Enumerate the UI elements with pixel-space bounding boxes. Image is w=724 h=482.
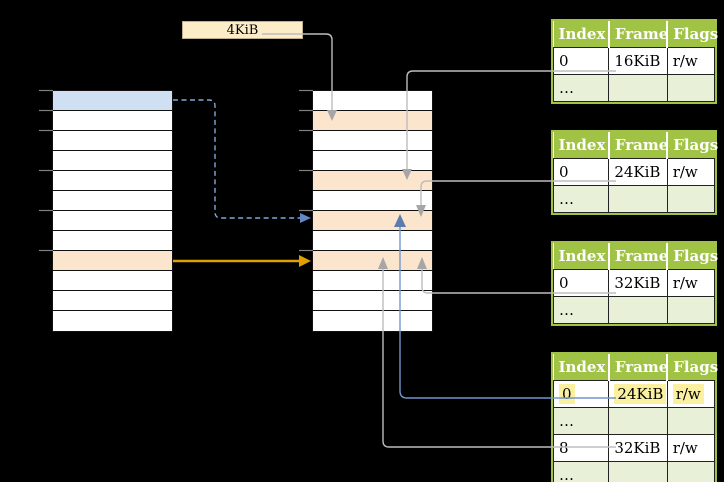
virtual-page-row-6 [53, 211, 172, 231]
page-table-32KiB-cell [666, 296, 716, 324]
page-table-mixed-cell: 8 [552, 434, 610, 462]
physical-frame-row-11 [313, 311, 432, 331]
virtual-page-row-5 [53, 191, 172, 211]
page-table-32KiB-cell: … [552, 296, 610, 324]
page-table-16KiB-cell: 16KiB [608, 47, 668, 75]
virtual-page-row-2 [53, 131, 172, 151]
physical-frame-row-9 [313, 271, 432, 291]
page-table-mixed-header-index: Index [553, 354, 610, 381]
page-table-16KiB-header-flags: Flags [667, 21, 718, 48]
page-table-16KiB-cell [666, 74, 716, 102]
physical-frame-row-8 [313, 251, 432, 271]
highlighted-cell-text: 0 [559, 384, 575, 404]
page-table-mixed-cell [666, 407, 716, 435]
virtual-page-row-9 [53, 271, 172, 291]
page-table-16KiB-header-frame: Frame [608, 21, 668, 48]
virtual-page-row-10 [53, 291, 172, 311]
page-table-mixed-header-frame: Frame [608, 354, 668, 381]
page-size-label: 4KiB [182, 21, 303, 39]
highlighted-cell-text: 24KiB [614, 384, 667, 404]
page-table-16KiB-row-1: … [552, 74, 716, 102]
physical-frame-row-0 [313, 91, 432, 111]
virtual-address-ticks [39, 89, 53, 252]
page-table-mixed-cell: … [552, 407, 610, 435]
page-table-mixed-cell: 32KiB [608, 434, 668, 462]
physical-frame-row-2 [313, 131, 432, 151]
page-table-24KiB-header-flags: Flags [667, 132, 718, 159]
page-table-mixed-cell: … [552, 461, 610, 482]
virtual-page-row-11 [53, 311, 172, 331]
page-table-24KiB-cell [666, 185, 716, 213]
page-table-mixed-cell: 24KiB [608, 380, 668, 408]
page-table-mixed-cell [666, 461, 716, 482]
virtual-page-row-4 [53, 171, 172, 191]
page-table-mixed-cell [608, 407, 668, 435]
virtual-page-row-1 [53, 111, 172, 131]
page-size-label-text: 4KiB [226, 23, 259, 38]
physical-frame-row-4 [313, 171, 432, 191]
page-table-mixed-header-flags: Flags [667, 354, 718, 381]
physical-memory-table [312, 90, 433, 332]
physical-frame-row-7 [313, 231, 432, 251]
page-table-24KiB-cell: r/w [666, 158, 716, 186]
physical-frame-row-1 [313, 111, 432, 131]
page-table-32KiB-cell: r/w [666, 269, 716, 297]
physical-frame-row-10 [313, 291, 432, 311]
virtual-page-row-8 [53, 251, 172, 271]
page-table-mixed-row-3: … [552, 461, 716, 482]
page-table-mixed-cell: r/w [666, 434, 716, 462]
page-table-mixed-cell [608, 461, 668, 482]
page-table-32KiB-header-frame: Frame [608, 243, 668, 270]
page-table-mixed-cell: 0 [552, 380, 610, 408]
physical-address-ticks [299, 89, 313, 252]
page-table-16KiB-cell: r/w [666, 47, 716, 75]
page-table-16KiB-header-index: Index [553, 21, 610, 48]
arrow-page0-to-frame [173, 99, 311, 223]
page-table-24KiB-cell: … [552, 185, 610, 213]
page-table-24KiB-cell [608, 185, 668, 213]
virtual-page-row-7 [53, 231, 172, 251]
virtual-memory-table [52, 90, 173, 332]
page-table-24KiB-header-frame: Frame [608, 132, 668, 159]
page-table-24KiB-cell: 24KiB [608, 158, 668, 186]
virtual-page-row-3 [53, 151, 172, 171]
physical-frame-row-3 [313, 151, 432, 171]
page-table-24KiB-row-1: … [552, 185, 716, 213]
page-table-24KiB-header-index: Index [553, 132, 610, 159]
page-table-32KiB-cell: 32KiB [608, 269, 668, 297]
virtual-page-row-0 [53, 91, 172, 111]
highlighted-cell-text: r/w [672, 384, 704, 404]
page-table-32KiB-header-flags: Flags [667, 243, 718, 270]
page-table-mixed-cell: r/w [666, 380, 716, 408]
page-table-16KiB-cell: … [552, 74, 610, 102]
page-table-16KiB-cell: 0 [552, 47, 610, 75]
physical-frame-row-5 [313, 191, 432, 211]
page-table-32KiB-header-index: Index [553, 243, 610, 270]
page-table-32KiB-cell: 0 [552, 269, 610, 297]
page-table-32KiB-cell [608, 296, 668, 324]
page-table-mixed-row-1: … [552, 407, 716, 435]
arrow-page8-to-frame [173, 255, 311, 267]
page-table-16KiB-cell [608, 74, 668, 102]
page-table-24KiB-cell: 0 [552, 158, 610, 186]
physical-frame-row-6 [313, 211, 432, 231]
page-table-32KiB-row-1: … [552, 296, 716, 324]
